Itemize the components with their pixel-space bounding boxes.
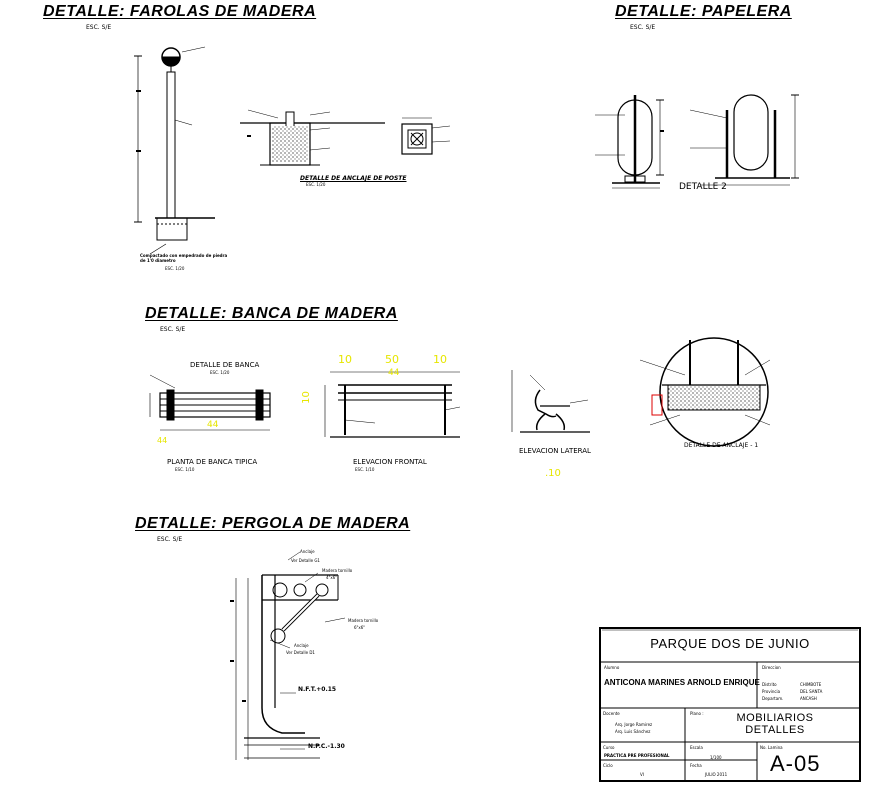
pergola-npc: N.P.C.-1.30 <box>308 743 345 750</box>
papelera-scale: ESC. S/E <box>630 24 656 31</box>
pergola-anclaje-top: Anclaje <box>300 549 315 554</box>
banca-dim-50: 50 <box>385 353 399 366</box>
papelera-title: DETALLE: PAPELERA <box>615 3 792 20</box>
banca-dim-44-b: 44 <box>207 420 219 430</box>
banca-scale: ESC. S/E <box>160 326 186 333</box>
lamina-label: No. Lamina <box>760 745 783 750</box>
fecha-value: JULIO 2011 <box>705 772 728 777</box>
fecha-label: Fecha <box>690 763 702 768</box>
banca-anclaje-circle <box>639 337 771 447</box>
pergola-madera-1: Madera tornillo <box>322 568 353 573</box>
banca-frontal <box>324 371 461 438</box>
farola-base-label: Compactado con empedrado de piedra de 1'… <box>140 253 228 263</box>
sheet-title-line-1: MOBILIARIOS <box>736 712 814 724</box>
title-block-grid <box>600 629 860 782</box>
farola-anclaje-scale: ESC. 1/20 <box>306 182 326 187</box>
banca-anclaje-label: DETALLE DE ANCLAJE - 1 <box>684 442 759 449</box>
farola-elevation <box>134 46 215 255</box>
owner-label: Alumno <box>604 665 620 670</box>
pergola-scale: ESC. S/E <box>157 536 183 543</box>
ciclo-value: VI <box>640 772 644 777</box>
banca-frontal-label: ELEVACION FRONTAL <box>353 458 427 466</box>
pergola-nft: N.F.T.+0.15 <box>298 686 337 693</box>
pergola-ver-g1: Ver Detalle G1 <box>291 558 320 563</box>
farola-anclaje-section <box>240 109 385 166</box>
sheet-code: A-05 <box>770 751 821 776</box>
escala-label: Escala <box>690 745 703 750</box>
banca-title: DETALLE: BANCA DE MADERA <box>145 305 398 322</box>
banca-dim-010: .10 <box>545 468 561 479</box>
pergola-anclaje-mid: Anclaje <box>294 643 309 648</box>
pergola-title: DETALLE: PERGOLA DE MADERA <box>135 515 411 532</box>
banca-lateral-label: ELEVACION LATERAL <box>519 447 591 455</box>
papelera-elevation <box>595 95 664 189</box>
papelera-detalle-2: DETALLE 2 <box>679 182 727 192</box>
ciclo-label: Ciclo <box>603 763 613 768</box>
banca-dim-44-c: 44 <box>157 436 168 445</box>
farola-anclaje-plan <box>401 117 451 155</box>
pergola-madera-2-dim: 6"x6" <box>354 625 366 630</box>
banca-dim-44-a: 44 <box>388 368 400 378</box>
departamento-label: Departam. <box>762 696 784 701</box>
departamento-value: ANCASH <box>800 696 817 701</box>
pergola-elevation <box>235 551 346 760</box>
farolas-scale: ESC. S/E <box>86 24 112 31</box>
banca-detalle-title: DETALLE DE BANCA <box>190 361 260 369</box>
banca-frontal-scale: ESC. 1/10 <box>355 467 375 472</box>
farola-base-scale: ESC. 1/20 <box>165 266 185 271</box>
provincia-value: DEL SANTA <box>800 689 823 694</box>
pergola-ver-d1: Ver Detalle D1 <box>286 650 315 655</box>
sheet-title: MOBILIARIOS DETALLES <box>690 712 860 736</box>
curso-label: Curso <box>603 745 615 750</box>
banca-lateral <box>511 370 590 433</box>
owner-name: ANTICONA MARINES ARNOLD ENRIQUE <box>604 678 760 687</box>
distrito-value: CHIMBOTE <box>800 682 822 687</box>
papelera-side <box>689 94 799 186</box>
title-block <box>599 627 861 782</box>
project-name: PARQUE DOS DE JUNIO <box>650 636 810 651</box>
banca-plan <box>149 374 271 431</box>
banca-detalle-scale: ESC. 1/20 <box>210 370 230 375</box>
curso-value: PRACTICA PRE PROFESIONAL <box>604 753 670 758</box>
plano-label: Plano : <box>690 711 704 716</box>
pergola-madera-1-dim: 4"x6" <box>326 575 338 580</box>
distrito-label: Distrito <box>762 682 777 687</box>
banca-dim-10-b: 10 <box>300 391 312 404</box>
direccion-label: Direccion <box>762 665 781 670</box>
farola-anclaje-title: DETALLE DE ANCLAJE DE POSTE <box>300 175 407 182</box>
docente-label: Docente <box>603 711 620 716</box>
pergola-madera-2: Madera tornillo <box>348 618 379 623</box>
dimension-ticks <box>136 90 664 702</box>
banca-dim-10-left: 10 <box>338 353 352 366</box>
docente-2: Arq. Luis Sánchez <box>615 729 651 734</box>
banca-planta-scale: ESC. 1/10 <box>175 467 195 472</box>
banca-planta-label: PLANTA DE BANCA TIPICA <box>167 458 258 466</box>
escala-value: 1/100 <box>710 755 722 760</box>
sheet-title-line-2: DETALLES <box>745 724 805 736</box>
provincia-label: Provincia <box>762 689 781 694</box>
docente-1: Arq. Jorge Ramirez <box>615 722 653 727</box>
farolas-title: DETALLE: FAROLAS DE MADERA <box>43 3 317 20</box>
banca-dim-10-right: 10 <box>433 353 447 366</box>
